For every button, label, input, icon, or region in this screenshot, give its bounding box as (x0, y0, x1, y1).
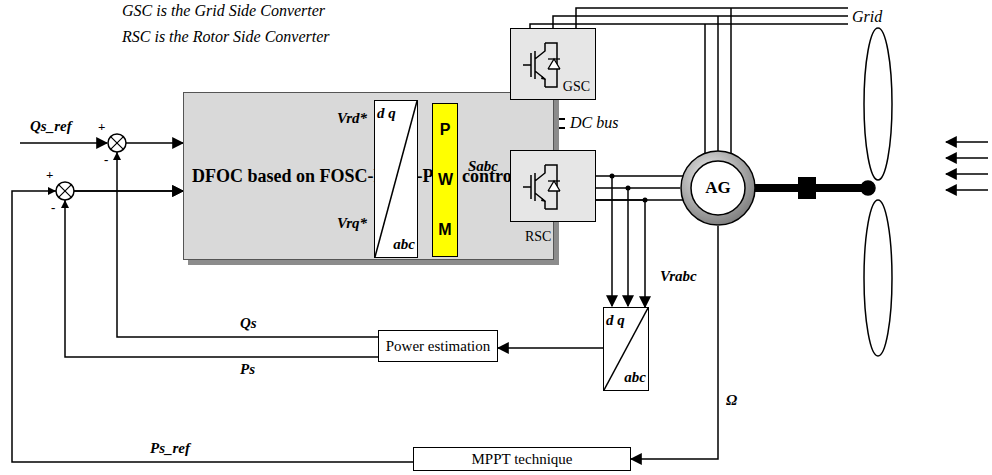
edge-label: Ω (726, 392, 737, 409)
converter-box: RSC (510, 150, 596, 222)
converter-box: GSC (510, 28, 596, 100)
edge-label: Vrq* (337, 215, 367, 232)
divider-line (375, 101, 417, 257)
sum-junction (48, 134, 126, 208)
edge-label: Qs (240, 315, 257, 332)
node-text: MPPT technique (472, 451, 573, 468)
edge-label: DC bus (570, 114, 618, 132)
node-text: RSC (525, 229, 551, 245)
connector (596, 200, 645, 307)
edge-label: Sabc (468, 158, 498, 175)
sign: + (98, 120, 105, 135)
controller-box: DFOC based on FOSC-FOPI-PSO controllers (183, 92, 554, 260)
node-text: Power estimation (386, 338, 491, 355)
blades (861, 28, 892, 356)
wind-arrows (946, 142, 988, 190)
connector (498, 347, 603, 349)
transform-box: d q abc (374, 100, 418, 258)
signal-name: Qs_ref (30, 118, 72, 135)
node-text: abc (393, 236, 415, 253)
node-text: d q (606, 312, 625, 329)
node-text: d q (377, 105, 396, 122)
connector (596, 187, 680, 189)
estimator-box: Power estimation (378, 330, 498, 362)
shaft (754, 177, 864, 199)
note: GSC is the Grid Side Converter (122, 2, 325, 20)
igbt-symbol (517, 161, 561, 213)
edge-label: Vrd* (337, 110, 367, 127)
sign: - (104, 153, 108, 168)
transform-box: d q abc (603, 307, 649, 391)
igbt-symbol (517, 39, 561, 91)
node-text: AG (705, 178, 731, 198)
edge-label: Vrabc (660, 268, 697, 285)
junction-taps (610, 174, 648, 203)
node-text: P W M (438, 105, 452, 255)
node-text: abc (624, 369, 646, 386)
edge-label: Ps_ref (150, 440, 190, 457)
sign: + (46, 168, 53, 183)
note: RSC is the Rotor Side Converter (122, 28, 330, 46)
pwm-block: P W M (432, 103, 458, 257)
mppt-box: MPPT technique (413, 447, 631, 471)
rotor-wires (596, 176, 683, 200)
grid-label: Grid (852, 8, 882, 26)
generator-circle: AG (680, 150, 756, 226)
sign: - (51, 201, 55, 216)
edge-label: Ps (240, 361, 255, 378)
node-text: GSC (563, 79, 590, 95)
